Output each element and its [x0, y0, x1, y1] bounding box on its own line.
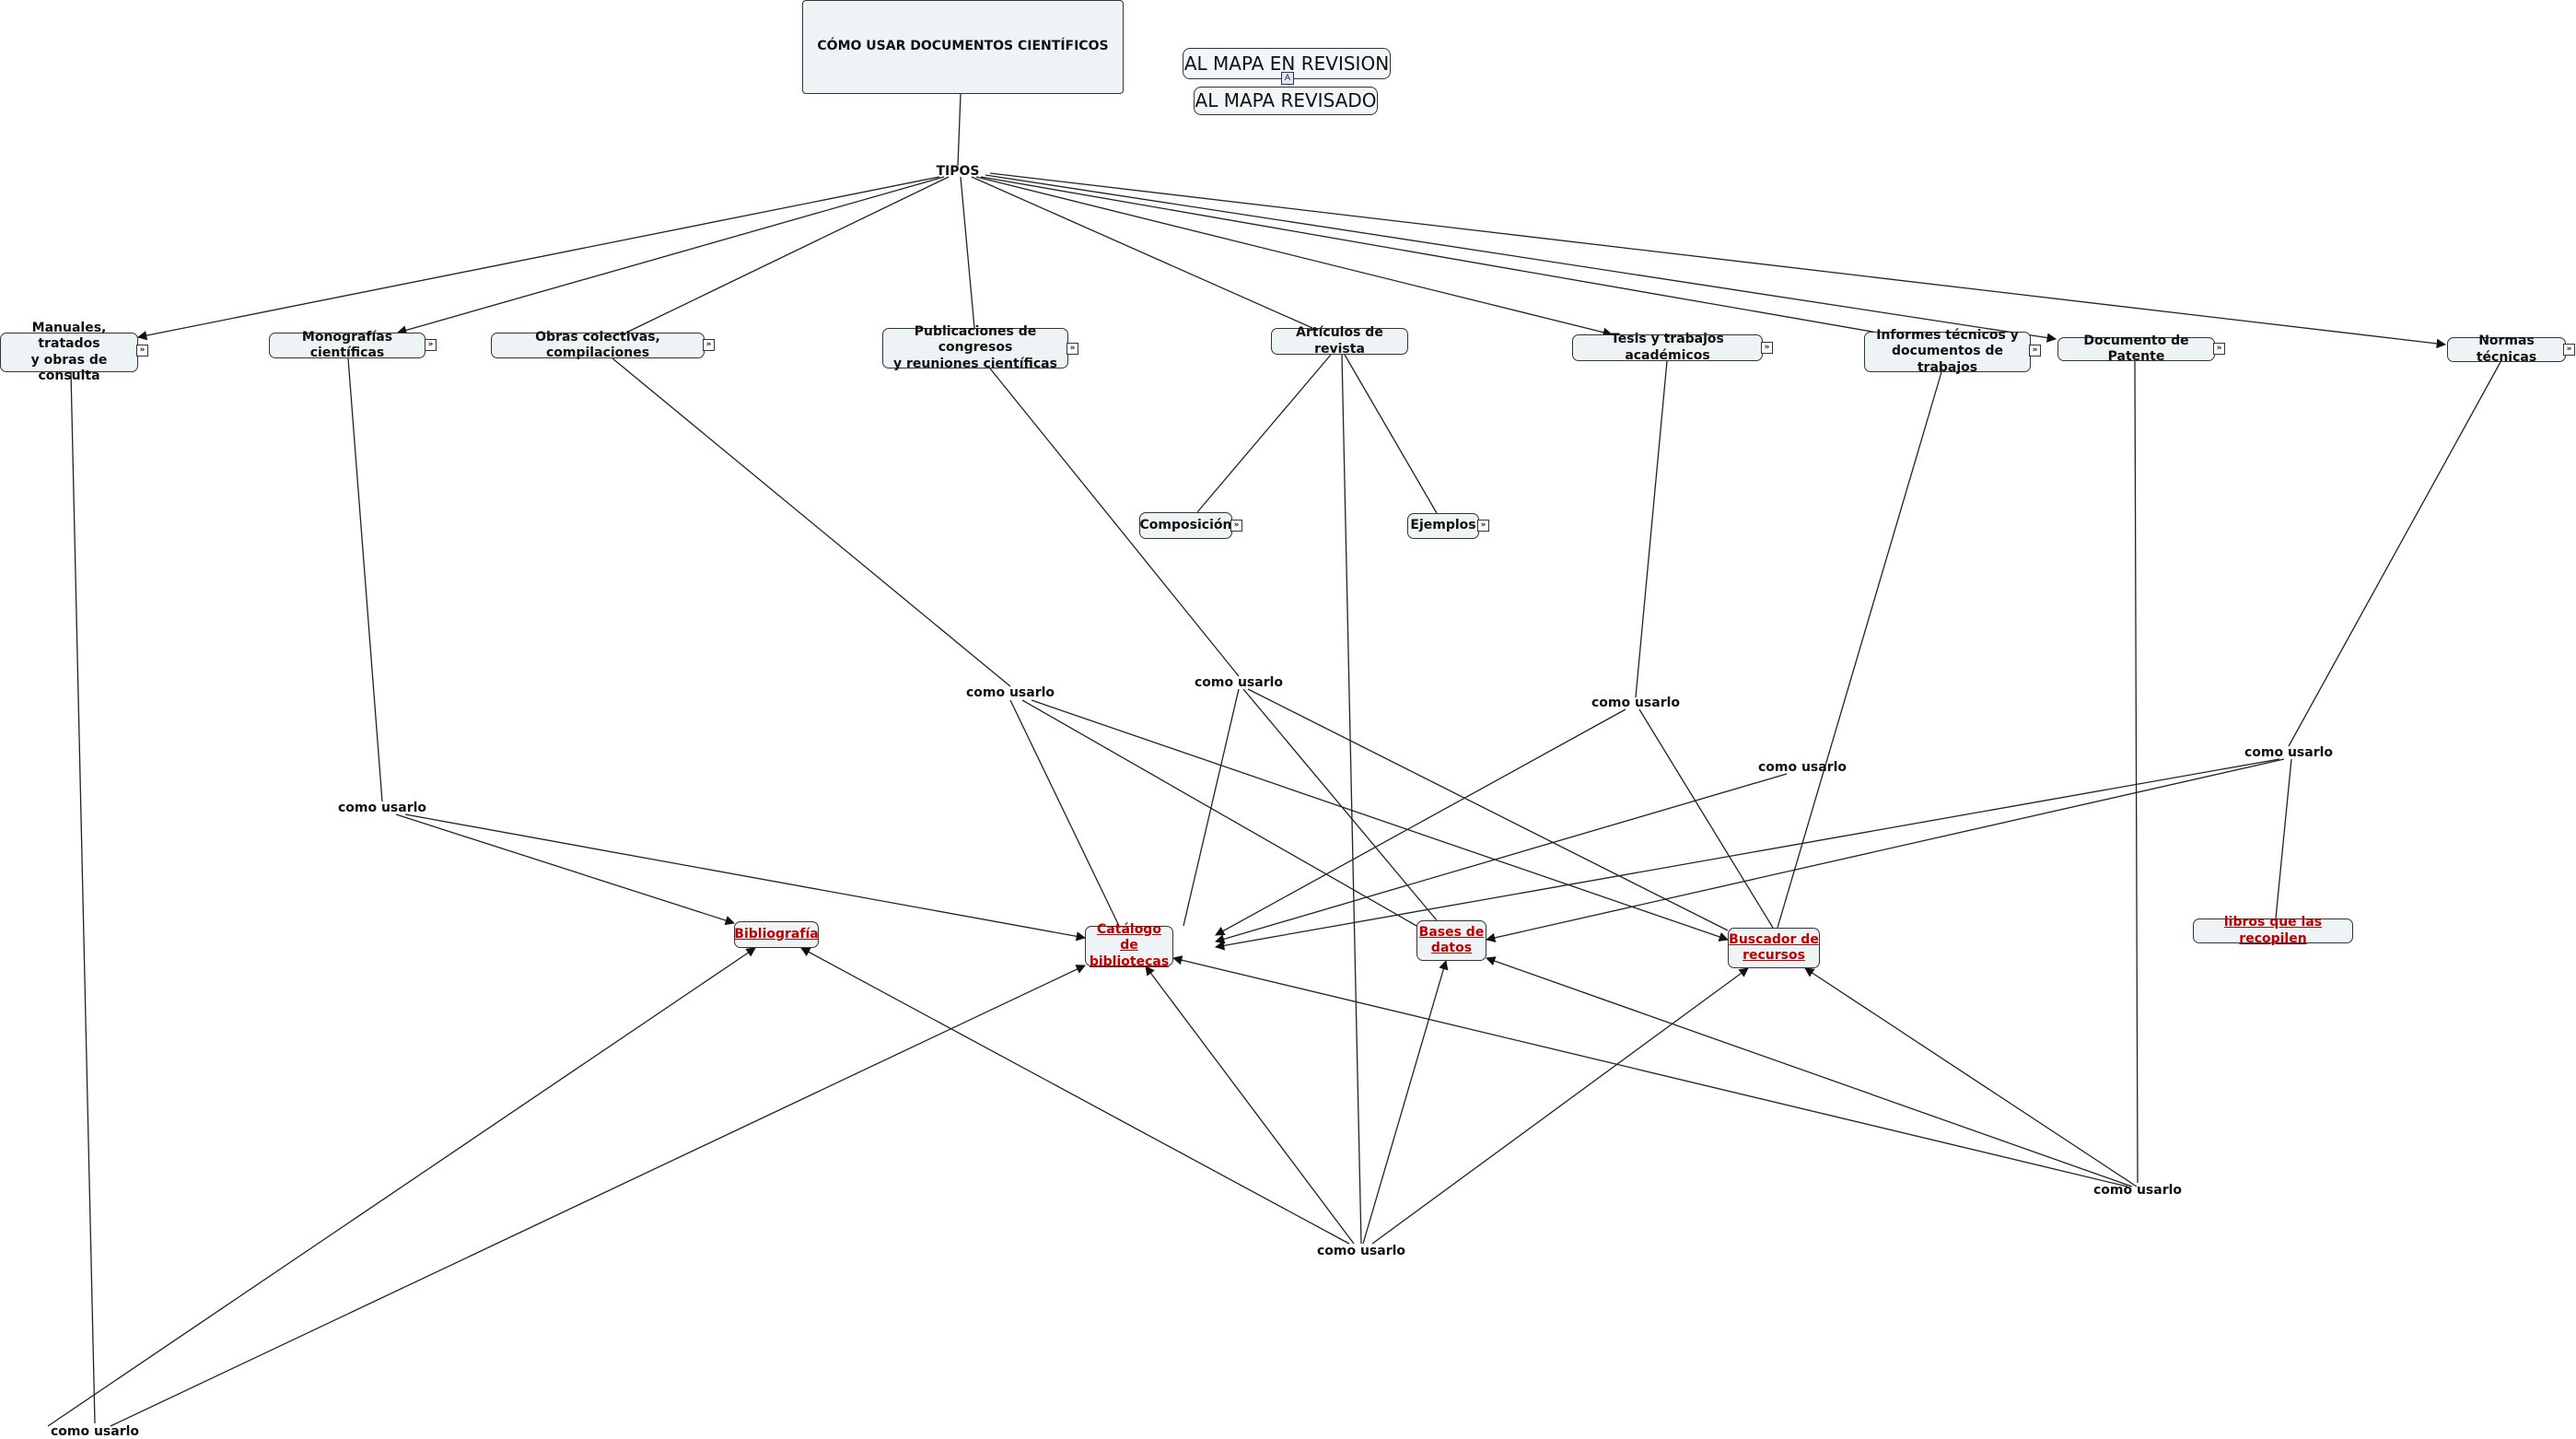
label-como-usarlo-monografias: como usarlo [337, 801, 427, 815]
connector-line [625, 176, 950, 333]
connector-line [2288, 361, 2501, 747]
node-ejemplos[interactable]: Ejemplos [1407, 513, 1479, 539]
connector-line [960, 176, 975, 329]
connector-line [136, 176, 940, 341]
label-como-usarlo-manuales: como usarlo [50, 1424, 140, 1439]
connector-line [1344, 354, 1438, 514]
expand-icon[interactable]: » [2563, 344, 2575, 356]
connector-line [1215, 773, 1788, 944]
link-map-reviewed[interactable]: AL MAPA REVISADO [1194, 87, 1378, 115]
connector-line [975, 176, 1614, 337]
connector-line [2134, 360, 2139, 1184]
label-como-usarlo-normas: como usarlo [2244, 745, 2334, 760]
node-publicaciones-congresos[interactable]: Publicaciones de congresos y reuniones c… [882, 324, 1068, 371]
connector-line [1215, 708, 1626, 936]
connector-line [989, 368, 1240, 677]
expand-icon[interactable]: » [2213, 343, 2225, 355]
connector-line [980, 176, 1911, 342]
connector-line [1247, 688, 1729, 931]
node-manuales[interactable]: Manuales, tratados y obras de consulta [0, 321, 138, 383]
connector-line [985, 174, 2057, 343]
connector-line [1214, 758, 2280, 951]
connector-line [1362, 960, 1449, 1245]
expand-icon[interactable]: » [703, 339, 715, 351]
resource-buscador-recursos[interactable]: Buscador de recursos [1728, 928, 1820, 968]
expand-icon[interactable]: » [1477, 520, 1489, 532]
connector-line [1485, 758, 2285, 943]
connector-line [1171, 955, 2128, 1187]
node-composicion[interactable]: Composición [1139, 512, 1232, 539]
connector-line [396, 176, 945, 335]
expand-icon[interactable]: » [2029, 345, 2041, 357]
node-informes-tecnicos[interactable]: Informes técnicos y documentos de trabaj… [1864, 328, 2031, 375]
link-icon: A [1281, 72, 1294, 85]
connector-line [110, 965, 1086, 1427]
node-documento-patente[interactable]: Documento de Patente [2057, 333, 2215, 364]
label-como-usarlo-articulos: como usarlo [1316, 1244, 1406, 1258]
expand-icon[interactable]: » [1067, 343, 1078, 355]
node-monografias[interactable]: Monografías científicas [269, 330, 425, 360]
resource-catalogo-bibliotecas[interactable]: Catálogo de bibliotecas [1085, 922, 1173, 969]
connector-line [1242, 688, 1438, 921]
label-como-usarlo-obras: como usarlo [965, 685, 1055, 700]
root-label-tipos: TIPOS [936, 164, 980, 179]
connector-line [1638, 708, 1774, 929]
expand-icon[interactable]: » [136, 345, 148, 357]
connector-line [395, 813, 735, 926]
connector-line [612, 357, 1011, 687]
label-como-usarlo-publicaciones: como usarlo [1194, 675, 1284, 690]
connector-line [1009, 699, 1120, 927]
map-title: CÓMO USAR DOCUMENTOS CIENTÍFICOS [802, 0, 1124, 94]
connector-line [1196, 354, 1332, 513]
connector-line [1341, 354, 1362, 1245]
label-como-usarlo-patente: como usarlo [2092, 1183, 2183, 1198]
node-normas-tecnicas[interactable]: Normas técnicas [2447, 333, 2566, 365]
connector-line [404, 813, 1087, 942]
expand-icon[interactable]: » [1761, 342, 1773, 354]
node-obras-colectivas[interactable]: Obras colectivas, compilaciones [491, 330, 705, 360]
resource-bibliografia[interactable]: Bibliografía [734, 921, 819, 948]
connector-line [957, 93, 962, 167]
connector-line [1021, 699, 1417, 927]
resource-libros-recopilen[interactable]: libros que las recopilen [2193, 915, 2353, 946]
connector-line [70, 371, 96, 1424]
link-map-in-review[interactable]: AL MAPA EN REVISION [1183, 48, 1391, 79]
label-como-usarlo-tesis: como usarlo [1591, 696, 1681, 710]
connector-line [1183, 688, 1240, 927]
node-articulos-revista[interactable]: Artículos de revista [1271, 325, 1408, 357]
connector-line [2275, 758, 2292, 919]
connector-line [347, 357, 383, 802]
connector-line [47, 947, 756, 1427]
connector-line [1777, 371, 1942, 929]
node-tesis[interactable]: Tesis y trabajos académicos [1572, 332, 1763, 363]
connector-line [1371, 967, 1749, 1245]
connector-line [1635, 360, 1668, 698]
expand-icon[interactable]: » [425, 339, 437, 351]
connector-line [1804, 967, 2138, 1187]
connector-line [1486, 956, 2133, 1187]
label-como-usarlo-informes: como usarlo [1757, 760, 1847, 775]
connector-line [989, 172, 2447, 349]
connector-line [800, 947, 1350, 1245]
connector-line [1031, 699, 1729, 942]
expand-icon[interactable]: » [1230, 520, 1242, 532]
connector-line [1145, 965, 1355, 1245]
connector-line [971, 176, 1313, 329]
resource-bases-datos[interactable]: Bases de datos [1416, 920, 1486, 961]
